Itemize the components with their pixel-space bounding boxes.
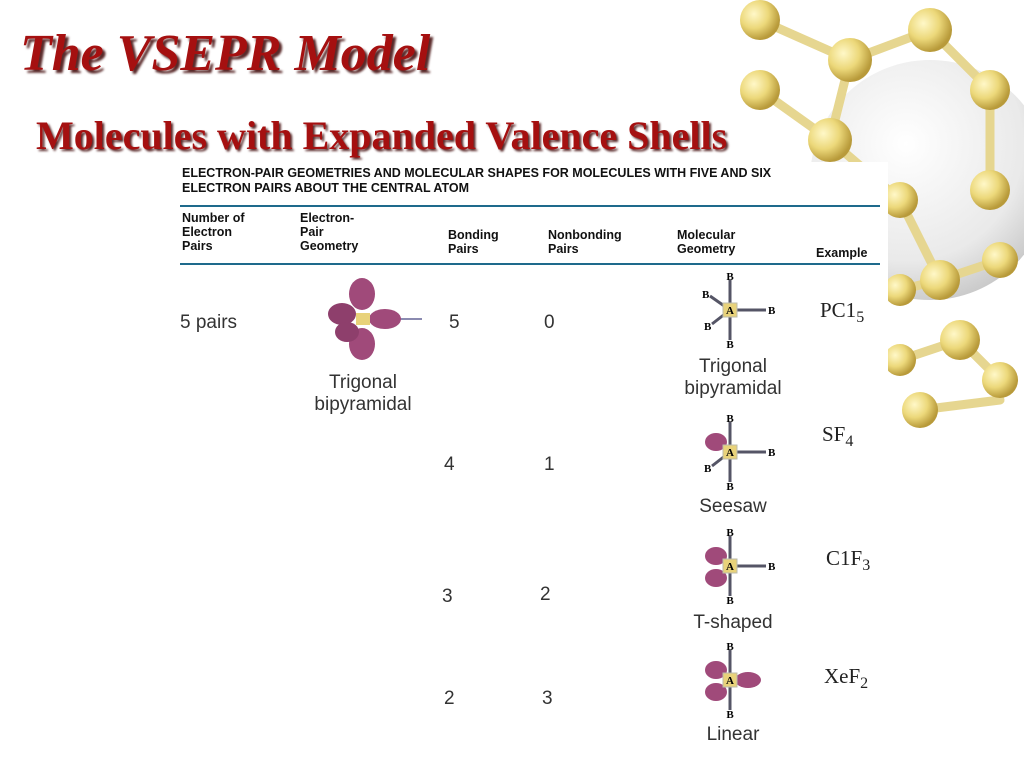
svg-text:A: A [726,675,734,687]
row2-example: SF4 [822,422,854,451]
row4-molecular-geometry-diagram: A B B [705,641,761,720]
row1-molecular-geometry-diagram: A B B B B B [702,271,776,350]
header-rule [180,263,880,265]
row2-nonbonding-pairs: 1 [544,454,555,475]
svg-text:B: B [768,561,776,573]
row2-bonding-pairs: 4 [444,454,455,475]
row3-bonding-pairs: 3 [442,586,453,607]
row3-molecular-geometry-diagram: A B B B [705,527,776,606]
svg-text:B: B [726,339,734,350]
slide-subtitle: Molecules with Expanded Valence Shells [36,113,728,158]
svg-text:B: B [768,447,776,459]
row4-molecular-geometry-label: Linear [706,724,760,745]
svg-text:B: B [726,595,734,606]
row4-example: XeF2 [824,664,869,693]
row3-example: C1F3 [826,546,871,575]
row4-nonbonding-pairs: 3 [542,688,553,709]
svg-text:A: A [726,447,734,459]
svg-text:A: A [726,561,734,573]
row2-molecular-geometry-diagram: A B B B B [704,413,776,492]
row3-nonbonding-pairs: 2 [540,584,551,605]
table-caption: ELECTRON-PAIR GEOMETRIES AND MOLECULAR S… [182,166,772,195]
svg-text:B: B [768,305,776,317]
svg-text:B: B [726,527,734,539]
svg-text:B: B [726,271,734,283]
slide-title: The VSEPR Model [20,25,431,82]
svg-text:B: B [704,321,712,333]
row1-molecular-geometry-label: Trigonal bipyramidal [684,356,782,399]
svg-text:B: B [726,709,734,720]
row1-bonding-pairs: 5 [449,312,460,333]
svg-text:A: A [726,305,734,317]
svg-text:B: B [726,481,734,492]
row2-molecular-geometry-label: Seesaw [699,496,767,517]
caption-rule [180,205,880,207]
group-electron-pair-geometry-label: Trigonal bipyramidal [314,372,412,415]
vsepr-table: ELECTRON-PAIR GEOMETRIES AND MOLECULAR S… [172,162,888,762]
svg-text:B: B [726,641,734,653]
electron-pair-geometry-diagram [328,278,422,360]
row4-bonding-pairs: 2 [444,688,455,709]
row1-example: PC15 [820,298,865,327]
svg-text:B: B [702,289,710,301]
row1-nonbonding-pairs: 0 [544,312,555,333]
svg-text:B: B [726,413,734,425]
header-example: Example [816,246,868,260]
group-number-of-pairs: 5 pairs [180,312,238,333]
row3-molecular-geometry-label: T-shaped [693,612,773,633]
svg-text:B: B [704,463,712,475]
